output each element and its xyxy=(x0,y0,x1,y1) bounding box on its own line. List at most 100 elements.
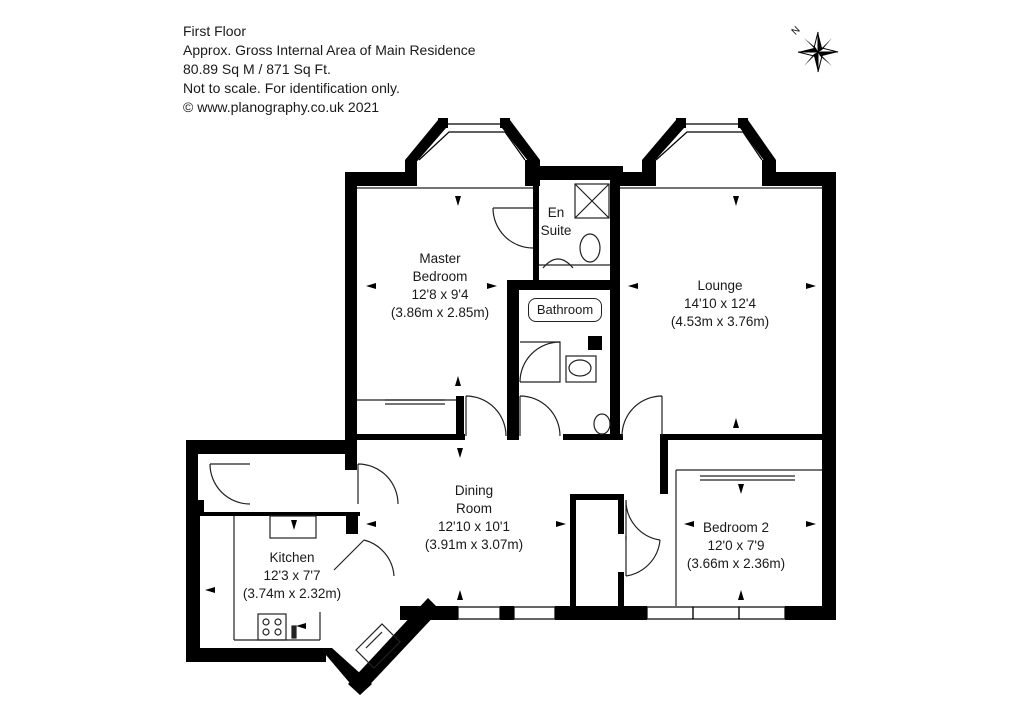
room-label-master-bedroom: Master Bedroom 12'8 x 9'4 (3.86m x 2.85m… xyxy=(391,250,489,322)
room-name: Suite xyxy=(540,223,572,238)
door-kitchen-corridor xyxy=(357,463,399,505)
bathroom-fixtures xyxy=(565,355,611,435)
compass-label: N xyxy=(790,25,803,38)
room-name: Room xyxy=(455,501,493,516)
door-kitchen xyxy=(333,539,395,577)
basin-bathroom xyxy=(593,413,611,435)
window-dining xyxy=(513,606,556,620)
room-label-en-suite: En Suite xyxy=(541,204,572,240)
room-label-dining-room: Dining Room 12'10 x 10'1 (3.91m x 3.07m) xyxy=(425,482,523,554)
shower-tray xyxy=(574,183,610,219)
doors xyxy=(209,207,663,577)
door-en-suite xyxy=(492,207,534,249)
room-label-lounge: Lounge 14'10 x 12'4 (4.53m x 3.76m) xyxy=(671,277,769,331)
window-dining xyxy=(457,606,501,620)
door-cupboard xyxy=(625,536,661,577)
wall-segment xyxy=(507,280,620,290)
room-dimensions-metric: (3.86m x 2.85m) xyxy=(390,305,490,320)
room-dimensions-metric: (3.91m x 3.07m) xyxy=(424,537,524,552)
room-dimensions-imperial: 12'3 x 7'7 xyxy=(263,568,321,583)
room-name: Lounge xyxy=(697,278,743,293)
wall-segment xyxy=(456,396,464,440)
door-lounge xyxy=(621,395,663,437)
wall-segment xyxy=(610,280,620,440)
wall-segment xyxy=(186,440,357,454)
wall-segment xyxy=(345,440,357,470)
room-dimensions-imperial: 12'8 x 9'4 xyxy=(411,287,469,302)
wall-segment xyxy=(348,598,440,695)
wall-segment xyxy=(507,280,519,440)
room-name: Kitchen xyxy=(269,550,315,565)
room-label-bathroom: Bathroom xyxy=(528,298,602,322)
floor-title: First Floor xyxy=(183,23,246,39)
bay-corners xyxy=(405,118,776,166)
soil-stack xyxy=(588,336,602,350)
wall-segment xyxy=(533,166,623,180)
wall-segment xyxy=(570,494,620,500)
wall-segment xyxy=(400,606,458,620)
door-master xyxy=(465,395,507,437)
room-dimensions-imperial: 14'10 x 12'4 xyxy=(684,296,756,311)
wall-segment xyxy=(762,172,836,186)
room-name: En xyxy=(547,205,565,220)
window-lounge-bay-inner xyxy=(655,131,763,161)
wall-segment xyxy=(618,572,624,612)
door-bathroom xyxy=(519,395,561,437)
wall-segment xyxy=(186,500,200,660)
wall-segment xyxy=(555,606,647,620)
area-title: Approx. Gross Internal Area of Main Resi… xyxy=(183,42,476,58)
bathroom-vanity xyxy=(520,341,561,383)
wall-segment xyxy=(345,172,357,452)
wardrobes xyxy=(385,399,795,481)
wall-segment xyxy=(345,172,417,186)
hob-icon xyxy=(257,613,287,641)
room-dimensions-metric: (4.53m x 3.76m) xyxy=(670,314,770,329)
sink-icon xyxy=(355,623,401,669)
toilet-en-suite xyxy=(579,233,601,263)
north-arrow-icon: N xyxy=(790,25,839,73)
wall-segment xyxy=(642,160,656,186)
wall-segment xyxy=(663,434,823,440)
wall-segment xyxy=(785,606,835,620)
room-dimensions-imperial: 12'0 x 7'9 xyxy=(707,538,765,553)
wall-segment xyxy=(186,440,198,504)
en-suite-fixtures xyxy=(542,183,610,269)
room-label-kitchen: Kitchen 12'3 x 7'7 (3.74m x 2.32m) xyxy=(243,549,341,603)
copyright: © www.planography.co.uk 2021 xyxy=(183,99,380,115)
wall-segment xyxy=(346,512,358,534)
wall-segment xyxy=(357,434,465,440)
wall-segment xyxy=(533,180,539,280)
basin-en-suite xyxy=(542,258,574,269)
window-bedroom2 xyxy=(646,606,694,620)
room-dimensions-metric: (3.66m x 2.36m) xyxy=(686,556,786,571)
kitchen-fixtures xyxy=(257,515,401,669)
room-dimensions-metric: (3.74m x 2.32m) xyxy=(242,586,342,601)
wall-segment xyxy=(660,434,668,494)
wall-segment xyxy=(570,494,576,614)
dimension-markers xyxy=(205,196,816,629)
window-bedroom2 xyxy=(738,606,786,620)
door-bedroom2 xyxy=(625,499,661,541)
wall-segment xyxy=(563,434,623,440)
door-bath-arc xyxy=(519,341,561,383)
room-dimensions-imperial: 12'10 x 10'1 xyxy=(438,519,510,534)
room-name: Master xyxy=(419,251,461,266)
wall-segment xyxy=(822,172,836,620)
wall-segment xyxy=(405,160,417,186)
disclaimer: Not to scale. For identification only. xyxy=(183,80,400,96)
window-bedroom2 xyxy=(692,606,740,620)
wall-segment xyxy=(186,648,326,662)
wall-segment xyxy=(500,606,514,620)
wall-segment xyxy=(610,180,620,280)
plan-header: First Floor Approx. Gross Internal Area … xyxy=(183,22,513,117)
window-master-bay-inner xyxy=(418,131,526,161)
door-entry xyxy=(209,463,251,505)
kitchen-unit xyxy=(269,515,317,539)
toilet-bathroom xyxy=(568,359,592,377)
area-value: 80.89 Sq M / 871 Sq Ft. xyxy=(183,61,331,77)
room-name: Bedroom 2 xyxy=(702,520,770,535)
room-label-bedroom-2: Bedroom 2 12'0 x 7'9 (3.66m x 2.36m) xyxy=(687,519,785,573)
room-name: Dining xyxy=(454,483,494,498)
wall-segment xyxy=(200,512,360,516)
